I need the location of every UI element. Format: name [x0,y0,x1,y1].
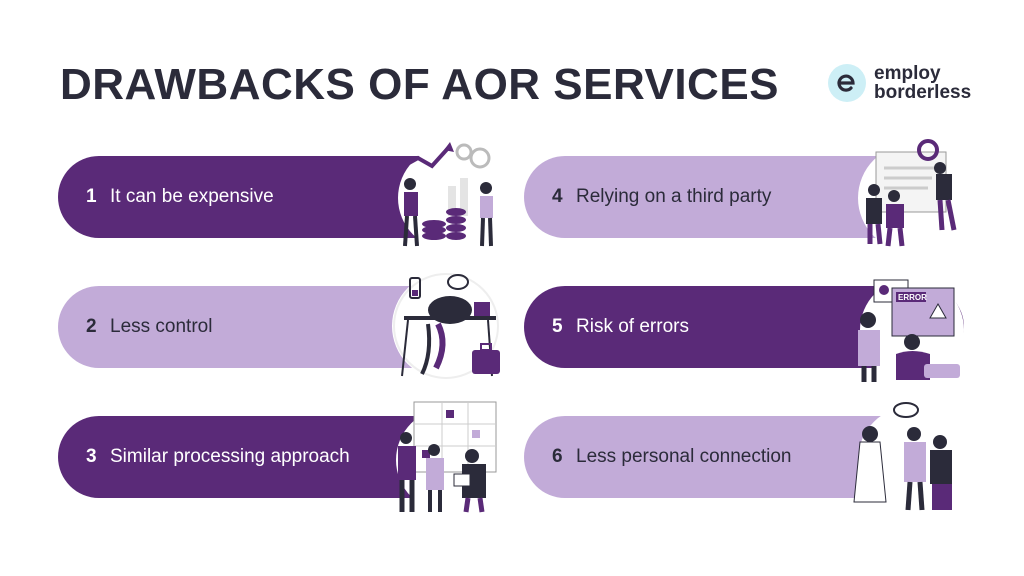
e-logo-icon [828,64,866,102]
brand-line2: borderless [874,82,972,103]
card-number: 6 [552,446,563,467]
card-label: It can be expensive [110,186,274,207]
card-number: 1 [86,186,97,207]
card-label: Less personal connection [576,446,792,467]
exhausted-worker-illustration [388,266,506,384]
card-number: 4 [552,186,563,207]
error-screen-illustration: ERROR [852,268,970,386]
brand-line1: employ [874,63,941,84]
team-board-illustration [388,398,506,516]
card-label: Risk of errors [576,316,689,337]
svg-text:ERROR: ERROR [898,293,927,302]
card-label: Relying on a third party [576,186,772,207]
people-talking-illustration [852,398,970,516]
card-number: 5 [552,316,563,337]
card-label: Less control [110,316,213,337]
coins-growth-illustration [388,138,506,256]
page-title: DRAWBACKS OF AOR SERVICES [60,60,780,109]
support-people-illustration [852,136,970,254]
brand-logo: employ borderless [828,64,971,102]
card-label: Similar processing approach [110,446,350,467]
card-number: 2 [86,316,97,337]
card-number: 3 [86,446,97,467]
